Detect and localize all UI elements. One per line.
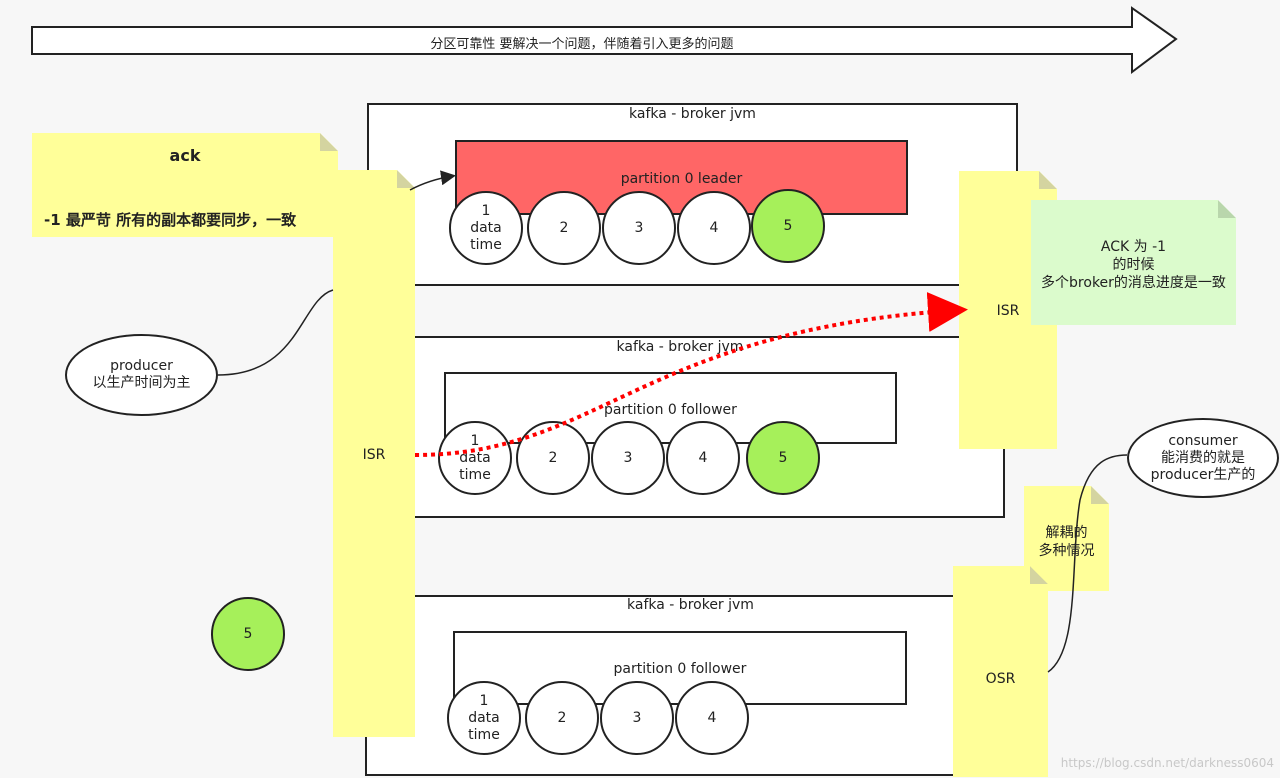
isr-label-right: ISR: [996, 303, 1020, 319]
message-circle-5-new: 5: [746, 421, 820, 495]
isr-to-leader-arrow: [409, 170, 456, 191]
isr-note-left: ISR: [333, 170, 415, 737]
producer-connector: [217, 289, 334, 376]
message-circle-4: 4: [675, 681, 749, 755]
osr-note: OSR: [953, 566, 1048, 777]
partition-follower-2-label: partition 0 follower: [613, 661, 747, 677]
broker-title-2: kafka - broker jvm: [616, 339, 744, 355]
broker-title-3: kafka - broker jvm: [627, 597, 754, 613]
ack-explain-note: ACK 为 -1 的时候 多个broker的消息进度是一致: [1031, 200, 1236, 325]
message-circle-3: 3: [602, 191, 676, 265]
message-circle-2: 2: [527, 191, 601, 265]
message-circle-3: 3: [591, 421, 665, 495]
sync-arrow: [414, 292, 968, 457]
osr-label: OSR: [985, 671, 1016, 687]
message-circle-2: 2: [525, 681, 599, 755]
message-circle-5-new: 5: [751, 189, 825, 263]
partition-leader-label: partition 0 leader: [620, 171, 743, 187]
message-circle-2: 2: [516, 421, 590, 495]
message-circle-4: 4: [666, 421, 740, 495]
ack-desc: -1 最严苛 所有的副本都要同步，一致: [44, 211, 297, 229]
loose-message-circle: 5: [211, 597, 285, 671]
ack-title: ack: [169, 146, 201, 165]
isr-label-left: ISR: [362, 447, 386, 463]
consumer-connector: [1047, 454, 1128, 673]
banner-text: 分区可靠性 要解决一个问题，伴随着引入更多的问题: [430, 37, 734, 52]
ack-note: ack -1 最严苛 所有的副本都要同步，一致: [32, 133, 338, 237]
partition-follower-1-label: partition 0 follower: [604, 402, 737, 418]
broker-title-1: kafka - broker jvm: [629, 106, 756, 122]
watermark: https://blog.csdn.net/darkness0604: [1060, 756, 1274, 770]
message-circle-3: 3: [600, 681, 674, 755]
message-circle-4: 4: [677, 191, 751, 265]
